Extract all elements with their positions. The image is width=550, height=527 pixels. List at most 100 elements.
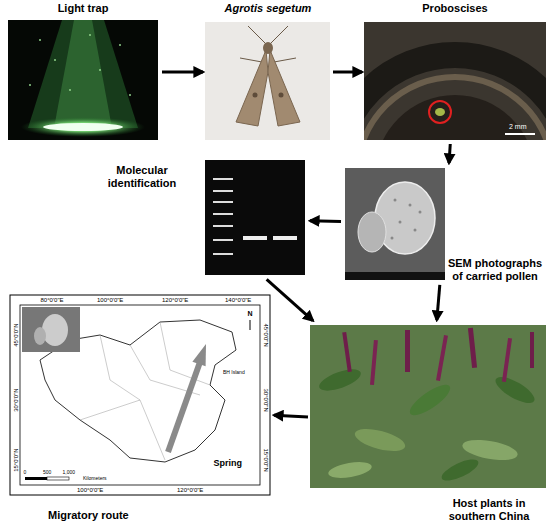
map-coordinate: 140°0'0"E (225, 297, 251, 303)
gel-photo-part (213, 190, 233, 192)
sem-photo-part (414, 229, 417, 232)
map-coordinate: 100°0'0"E (77, 487, 103, 493)
panel-node: Migratory route (8, 292, 272, 524)
panel-node: Host plants in southern China (310, 322, 546, 525)
panel-node: Light trap (6, 2, 160, 142)
host-plant-photo-part (461, 436, 519, 463)
moth-photo-part (270, 26, 288, 44)
moth-photo-part (236, 50, 268, 126)
panel-label: Proboscises (422, 2, 487, 15)
gel-photo-part (213, 213, 233, 215)
china-map-part (47, 477, 69, 480)
proboscis-photo-part (435, 108, 445, 116)
china-map-part (25, 477, 47, 480)
china-map-part (80, 322, 210, 460)
host-plant-photo-part (310, 325, 546, 488)
light-trap-photo-part (119, 44, 121, 46)
sem-photo-part (358, 212, 386, 252)
host-plant-photo-part (436, 335, 448, 381)
china-map-part (10, 295, 270, 495)
light-trap-photo-part (8, 20, 158, 140)
scale-number: 1,000 (62, 470, 77, 475)
map-coordinate: 30°0'0"N (12, 388, 18, 411)
flow-arrow (333, 71, 362, 74)
host-plant-photo-part (405, 330, 410, 372)
sem-photo-part (391, 237, 394, 240)
china-map-part (22, 307, 80, 352)
sem-photo-part (345, 272, 445, 280)
flow-arrow (267, 279, 313, 320)
china-map (10, 295, 270, 495)
light-trap-photo-part (54, 59, 56, 61)
gel-photo-part (213, 253, 233, 255)
panel-node: Agrotis segetum (205, 2, 331, 142)
moth-photo-part (253, 93, 258, 98)
china-map-part (250, 320, 251, 330)
proboscis-photo-part (375, 95, 535, 140)
host-plant-photo-part (353, 425, 408, 456)
light-trap-photo-part (39, 39, 41, 41)
gel-photo-part (213, 239, 233, 241)
moth-photo (205, 22, 330, 140)
light-trap-photo-part (54, 20, 112, 128)
moth-photo-part (240, 58, 262, 62)
sem-photo-part (394, 199, 397, 202)
proboscis-photo-part (429, 101, 451, 123)
gel-photo-part (205, 160, 305, 275)
gel-photo-part (243, 236, 267, 240)
host-plant-photo-part (492, 372, 538, 408)
moth-photo-part (268, 50, 300, 126)
light-trap-photo (8, 20, 158, 140)
panel-node: SEM photographs of carried pollen (343, 165, 547, 283)
moth-photo-part (263, 42, 273, 54)
host-plant-photo-part (342, 332, 352, 372)
proboscis-photo (335, 22, 550, 295)
north-arrow-label: N (247, 310, 254, 317)
light-trap-photo-part (69, 89, 71, 91)
moth-photo-part (279, 93, 284, 98)
map-coordinate: 120°0'0"E (162, 297, 188, 303)
map-coordinate: 80°0'0"E (41, 297, 64, 303)
sem-photo-part (399, 221, 402, 224)
host-plant-photo-part (327, 459, 373, 480)
light-trap-photo-part (43, 123, 123, 131)
gel-photo-part (213, 178, 233, 180)
panel-label: SEM photographs of carried pollen (443, 257, 547, 283)
host-plant-photo (310, 325, 546, 488)
light-trap-photo-part (29, 84, 31, 86)
china-map-part (168, 362, 200, 452)
flow-arrow (310, 219, 341, 223)
china-map-part (192, 344, 206, 366)
panel-label: Agrotis segetum (225, 2, 312, 15)
flow-arrow (274, 415, 308, 417)
scale-number: 500 (42, 470, 52, 475)
moth-photo-part (248, 26, 266, 44)
flow-arrow (449, 144, 450, 163)
host-plant-photo-part (406, 380, 454, 421)
panel-node: Proboscises (364, 2, 546, 142)
gel-photo-part (213, 225, 233, 227)
moth-photo-part (274, 58, 296, 62)
place-label: BH Island (222, 370, 246, 375)
map-coordinate: 15°0'0"N (262, 448, 268, 471)
season-label: Spring (213, 459, 244, 468)
proboscis-photo-part (505, 133, 535, 135)
map-coordinate: 15°0'0"N (12, 448, 18, 471)
map-coordinate: 30°0'0"N (262, 388, 268, 411)
flow-arrow (162, 71, 203, 74)
light-trap-photo-part (28, 20, 138, 128)
proboscis-photo-part (364, 55, 546, 140)
map-coordinate: 100°0'0"E (97, 297, 123, 303)
host-plant-photo-part (502, 338, 512, 382)
sem-photo-part (419, 211, 422, 214)
china-map-part (34, 327, 46, 345)
host-plant-photo-part (370, 340, 378, 385)
light-trap-photo-part (89, 34, 91, 36)
map-coordinate: 120°0'0"E (177, 487, 203, 493)
panel-node: Molecular identification (88, 158, 308, 278)
host-plant-photo-part (468, 328, 477, 368)
gel-photo (205, 160, 305, 275)
china-map-part (20, 305, 260, 485)
china-map-part (42, 314, 68, 346)
